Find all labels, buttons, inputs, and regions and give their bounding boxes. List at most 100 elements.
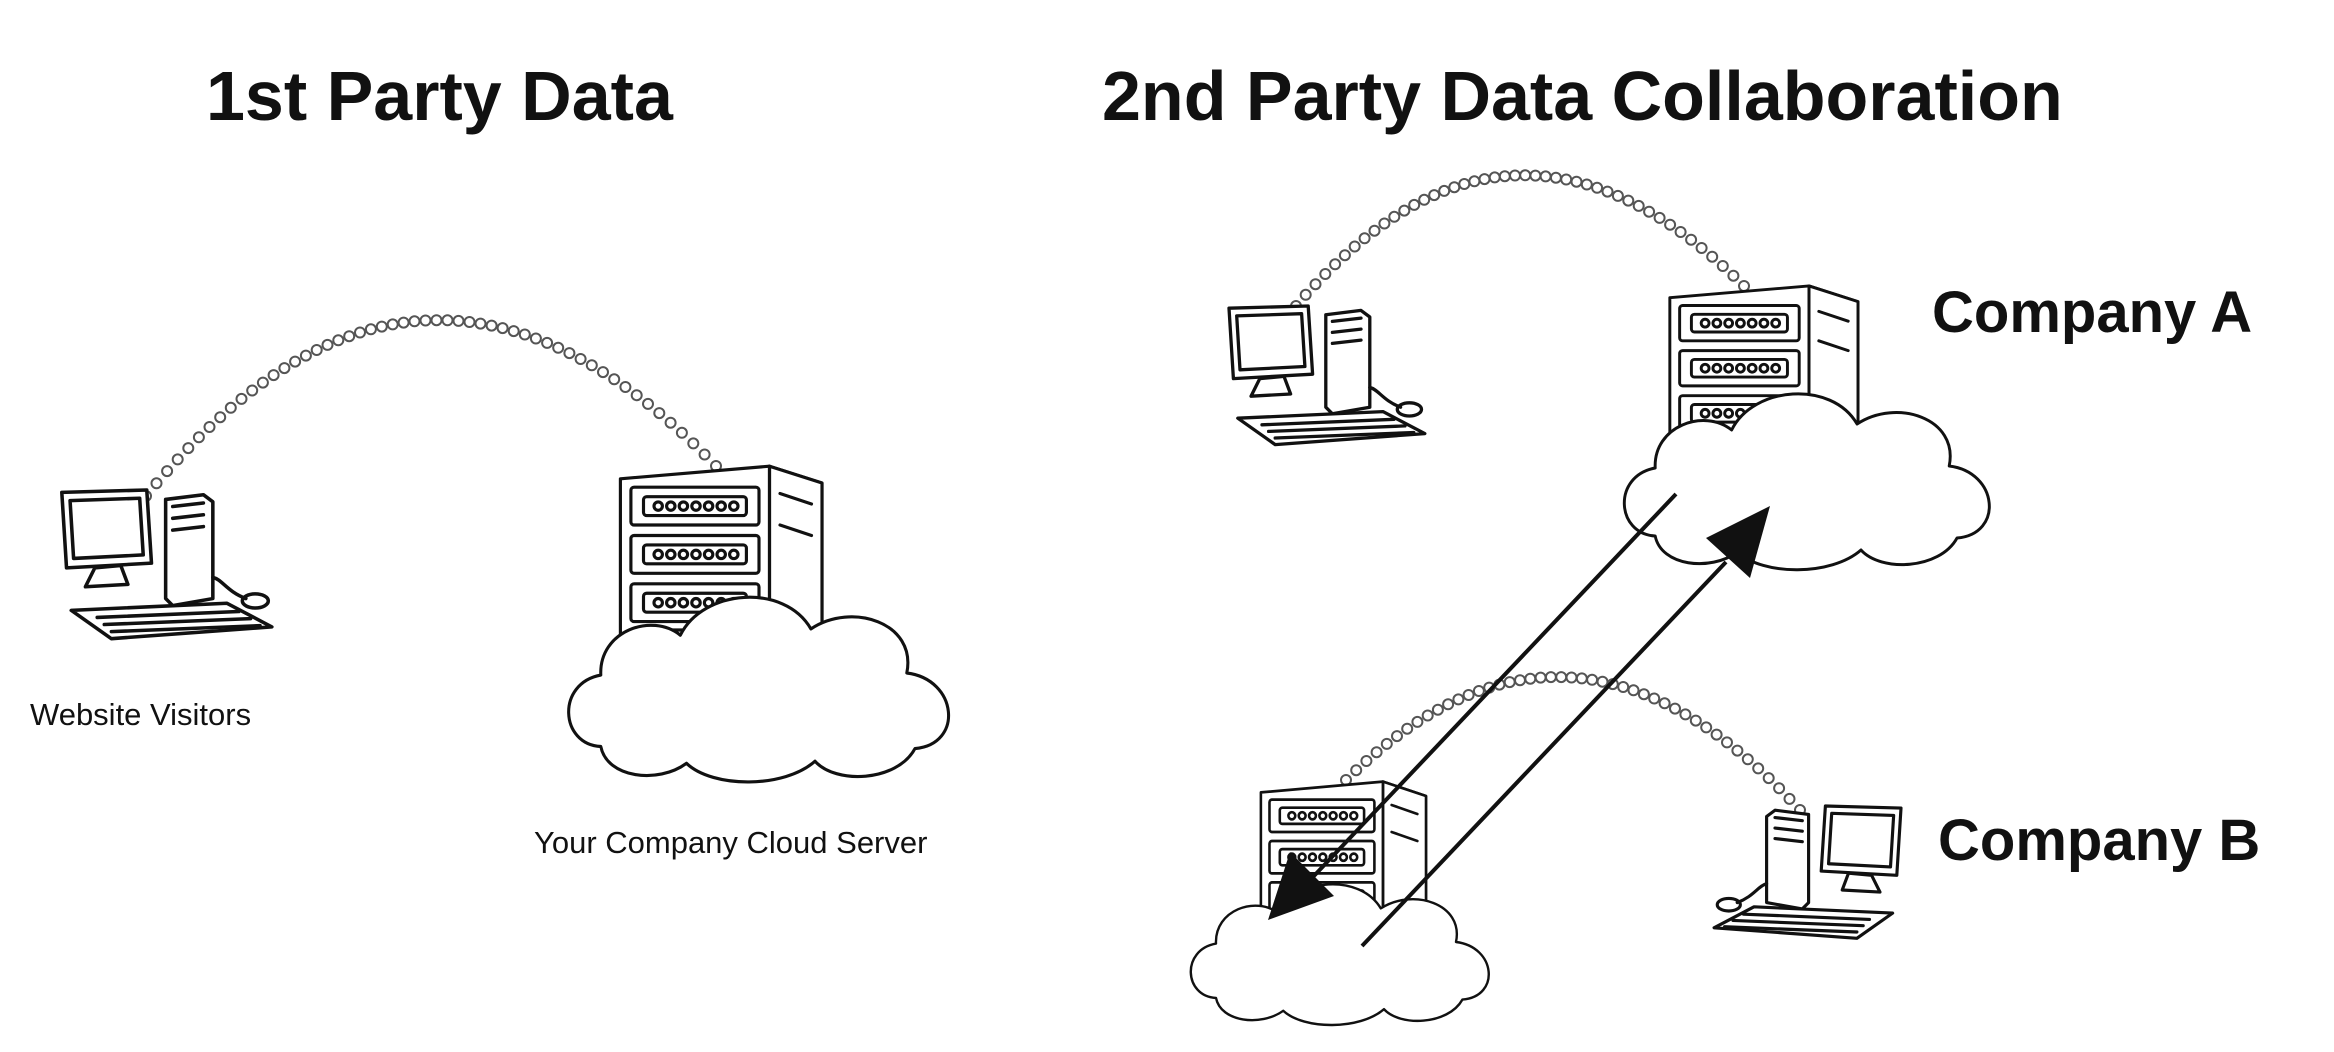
- link-dot: [332, 334, 345, 347]
- link-dot: [1653, 211, 1666, 224]
- link-dot: [585, 359, 598, 372]
- link-dot: [441, 314, 454, 327]
- link-dot: [474, 317, 487, 330]
- link-dot: [507, 325, 520, 338]
- link-dot: [1601, 185, 1614, 198]
- link-dot: [289, 355, 302, 368]
- link-dot: [541, 336, 554, 349]
- link-dot: [1401, 722, 1414, 735]
- link-dot: [246, 384, 259, 397]
- link-dot: [1370, 746, 1383, 759]
- link-dot: [1462, 689, 1475, 701]
- link-dot: [574, 353, 587, 365]
- link-dot: [597, 366, 609, 379]
- link-dot: [397, 316, 410, 329]
- link-dot: [1319, 268, 1332, 280]
- link-dot: [203, 421, 216, 433]
- link-dot: [1503, 676, 1516, 689]
- link-dot: [1299, 288, 1312, 301]
- link-dot: [171, 453, 184, 466]
- link-dot: [1478, 173, 1491, 186]
- link-dot: [1358, 232, 1371, 245]
- link-dot: [214, 411, 227, 424]
- link-dot: [1408, 198, 1421, 211]
- dotted-link-visitor-to-server: [140, 314, 722, 502]
- link-dot: [299, 349, 312, 362]
- first-party-title: 1st Party Data: [206, 57, 674, 135]
- link-dot: [1378, 217, 1391, 230]
- link-dot: [1741, 753, 1754, 766]
- cloud-icon: [1189, 883, 1490, 1027]
- link-dot: [518, 328, 531, 341]
- link-dot: [563, 347, 576, 360]
- link-dot: [529, 332, 542, 345]
- company-a-label: Company A: [1932, 280, 2252, 345]
- link-dot: [1348, 240, 1361, 253]
- link-dot: [1695, 242, 1708, 254]
- link-dot: [1472, 685, 1485, 697]
- link-dot: [1338, 249, 1351, 262]
- link-dot: [1360, 755, 1373, 767]
- link-dot: [1524, 672, 1537, 685]
- link-dot: [485, 319, 498, 332]
- link-dot: [1596, 675, 1609, 688]
- link-dot: [1669, 702, 1681, 715]
- link-dot: [1674, 226, 1687, 238]
- link-dot: [1565, 671, 1578, 684]
- link-dot: [375, 320, 388, 333]
- arrow-a-to-b: [1268, 492, 1678, 920]
- link-dot: [192, 431, 205, 444]
- link-dot: [1514, 674, 1526, 687]
- dotted-link-company-b: [1340, 671, 1806, 816]
- link-dot: [1700, 721, 1713, 734]
- link-dot: [1452, 693, 1465, 706]
- link-dot: [1710, 728, 1723, 741]
- link-dot: [698, 448, 711, 461]
- link-dot: [1488, 171, 1501, 184]
- link-dot: [430, 314, 443, 327]
- link-dot: [1549, 171, 1562, 184]
- link-dot: [1458, 178, 1471, 190]
- link-dot: [1509, 169, 1521, 182]
- link-dot: [1380, 737, 1393, 750]
- link-dot: [1762, 772, 1775, 785]
- second-party-title: 2nd Party Data Collaboration: [1102, 57, 2063, 135]
- link-dot: [1716, 260, 1729, 272]
- link-dot: [1539, 170, 1552, 183]
- link-dot: [1738, 280, 1750, 292]
- link-dot: [419, 314, 432, 327]
- link-dot: [675, 426, 688, 439]
- link-dot: [1448, 181, 1461, 194]
- link-dot: [496, 322, 509, 335]
- link-dot: [687, 437, 700, 450]
- link-dot: [630, 389, 643, 402]
- desktop-computer-icon: [1712, 804, 1903, 940]
- link-dot: [267, 369, 280, 382]
- cloud-server-label: Your Company Cloud Server: [534, 825, 927, 860]
- link-dot: [161, 465, 174, 478]
- link-dot: [1329, 258, 1342, 271]
- link-dot: [1529, 169, 1542, 182]
- link-dot: [1632, 199, 1645, 212]
- arrow-b-to-a: [1360, 506, 1770, 948]
- link-dot: [1468, 175, 1481, 188]
- link-dot: [1442, 698, 1455, 711]
- link-dot: [1498, 170, 1511, 183]
- link-dot: [1643, 205, 1656, 218]
- link-dot: [1664, 218, 1677, 231]
- link-dot: [1685, 233, 1698, 246]
- link-dot: [1580, 178, 1593, 191]
- link-dot: [182, 442, 195, 455]
- link-dot: [1622, 194, 1635, 207]
- link-dot: [1431, 703, 1444, 716]
- link-dot: [1658, 697, 1671, 710]
- link-dot: [1773, 782, 1786, 795]
- link-dot: [321, 338, 334, 351]
- link-dot: [1617, 681, 1630, 693]
- link-dot: [653, 407, 666, 420]
- link-dot: [364, 323, 377, 336]
- link-dot: [608, 373, 621, 386]
- link-dot: [1428, 189, 1441, 202]
- link-dot: [1560, 173, 1573, 186]
